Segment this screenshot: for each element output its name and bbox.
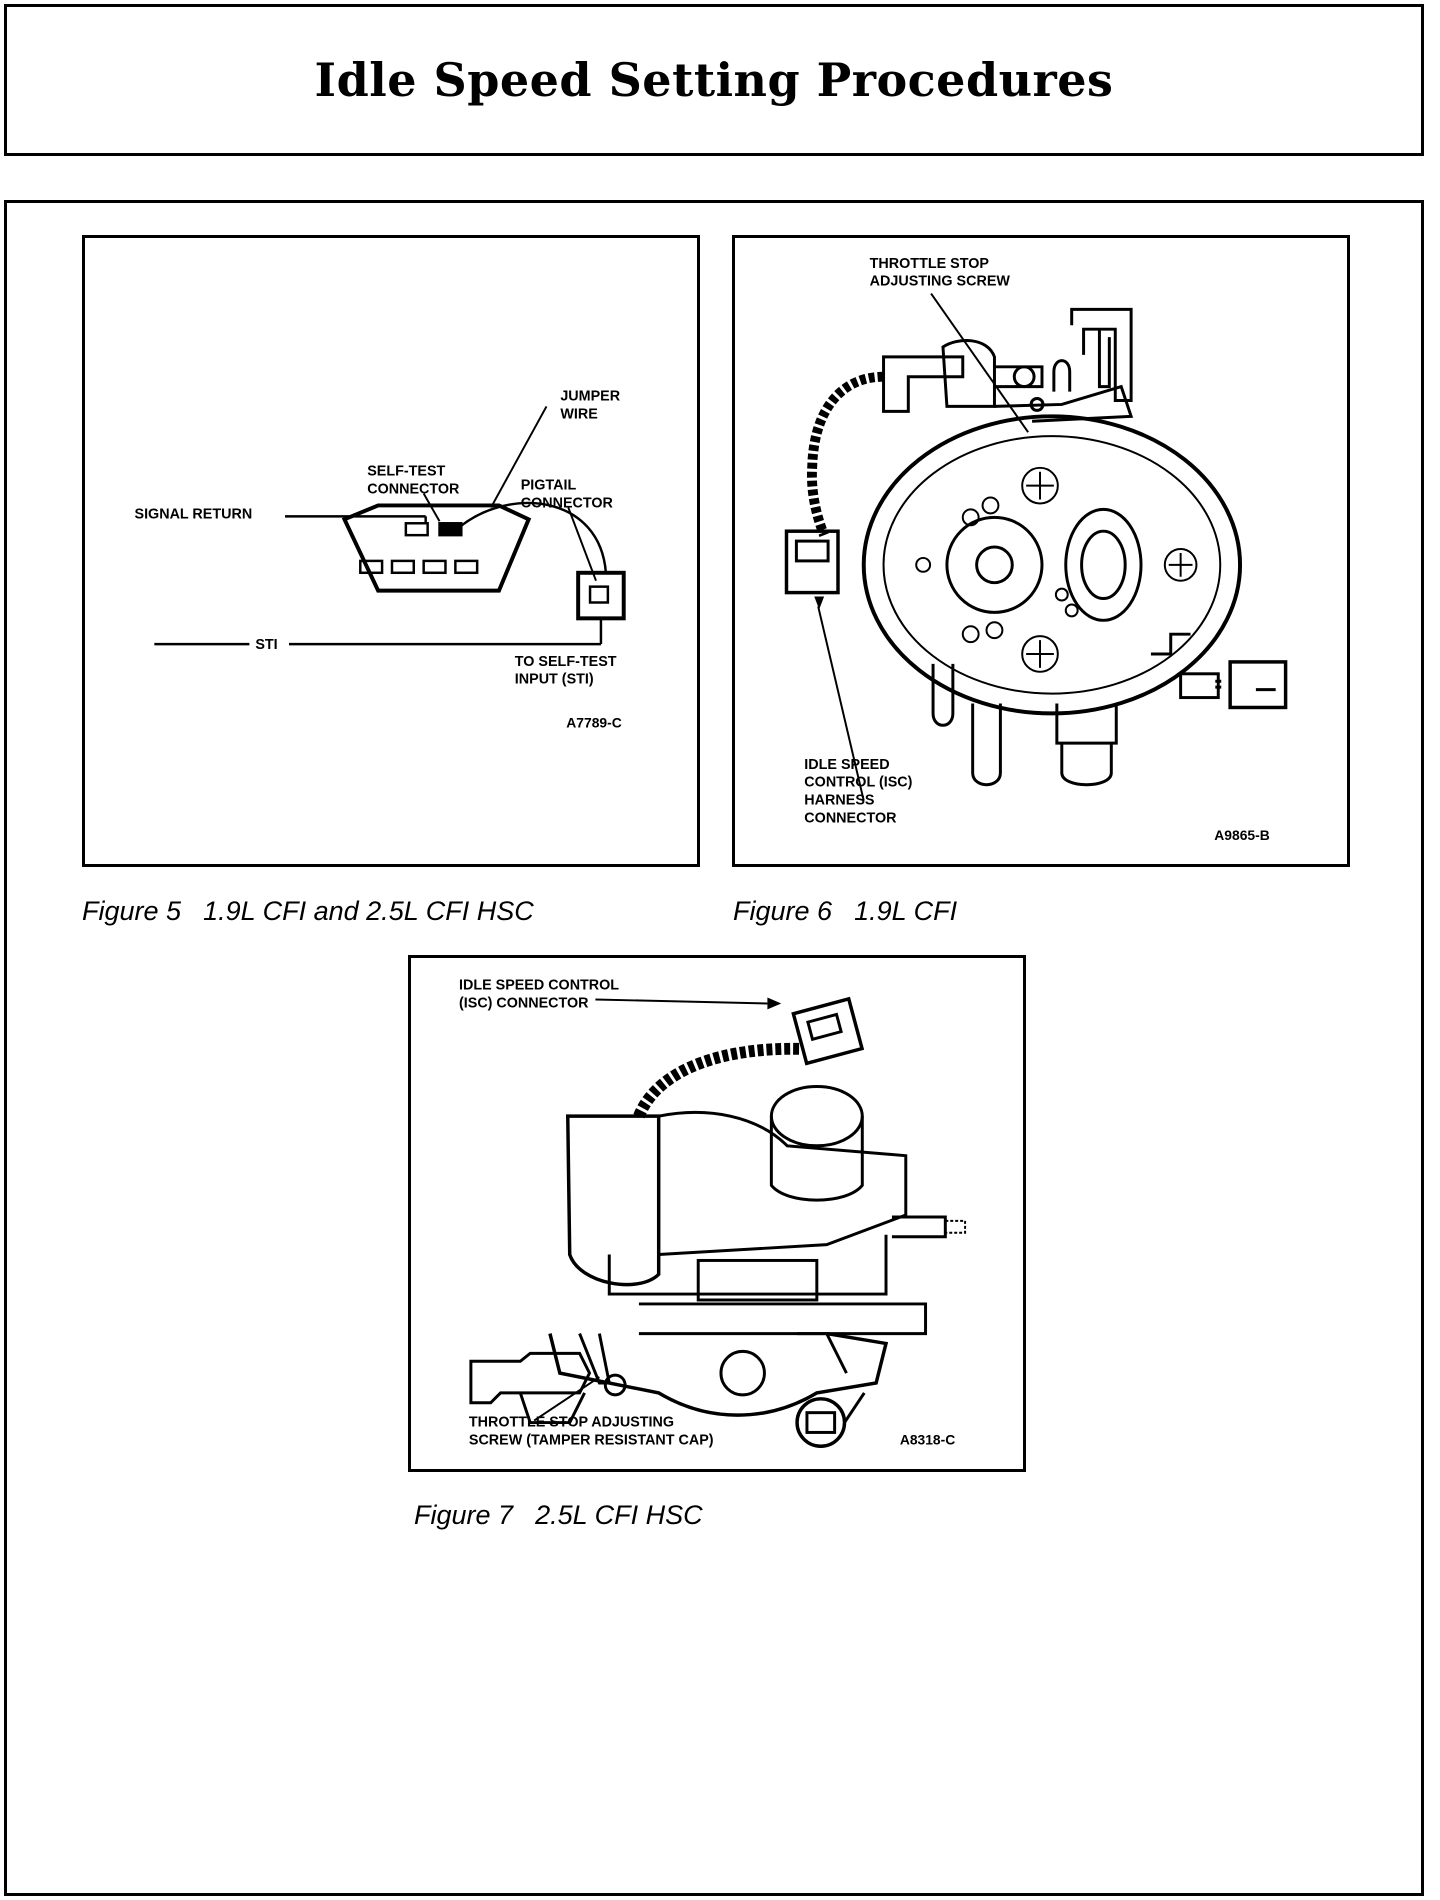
figure-5-svg: JUMPER WIRE SELF-TEST CONNECTOR PIGTAIL … <box>135 388 626 730</box>
fig5-figure-code: A7789-C <box>566 714 621 730</box>
figure-7-caption: Figure 7 2.5L CFI HSC <box>414 1500 703 1531</box>
title-box: Idle Speed Setting Procedures <box>4 4 1424 156</box>
fig7-label-isc-1: IDLE SPEED CONTROL <box>459 978 619 994</box>
fig5-label-self-test-2: CONNECTOR <box>367 482 460 498</box>
figure-6-diagram: THROTTLE STOP ADJUSTING SCREW IDLE SPEED… <box>732 235 1350 867</box>
figure-7-svg: IDLE SPEED CONTROL (ISC) CONNECTOR THROT… <box>459 978 967 1448</box>
throttle-body-oval <box>861 414 1243 716</box>
figure-6-number: Figure 6 <box>733 896 833 926</box>
fig5-label-pigtail-2: CONNECTOR <box>521 495 614 511</box>
fig5-label-to-self-test-1: TO SELF-TEST <box>515 654 617 670</box>
figure-7-title: 2.5L CFI HSC <box>535 1500 703 1530</box>
fig5-label-jumper-1: JUMPER <box>560 388 620 404</box>
fig5-label-self-test-1: SELF-TEST <box>367 464 445 480</box>
fig7-label-throttle-1: THROTTLE STOP ADJUSTING <box>469 1414 674 1430</box>
fig7-label-isc-2: (ISC) CONNECTOR <box>459 995 589 1011</box>
fig6-label-isc-4: CONNECTOR <box>804 810 897 826</box>
fig5-label-jumper-2: WIRE <box>560 406 597 422</box>
figure-5-diagram: JUMPER WIRE SELF-TEST CONNECTOR PIGTAIL … <box>82 235 700 867</box>
fig5-label-to-self-test-2: INPUT (STI) <box>515 672 594 688</box>
fig6-label-isc-2: CONTROL (ISC) <box>804 775 912 791</box>
pigtail-connector-shape <box>576 570 626 621</box>
fig7-label-throttle-2: SCREW (TAMPER RESISTANT CAP) <box>469 1432 714 1448</box>
figure-6-svg: THROTTLE STOP ADJUSTING SCREW IDLE SPEED… <box>784 256 1288 843</box>
page-title: Idle Speed Setting Procedures <box>314 53 1114 107</box>
fig6-label-isc-1: IDLE SPEED <box>804 757 889 773</box>
isc-connector-shape <box>791 996 865 1066</box>
fig5-label-pigtail-1: PIGTAIL <box>521 478 577 494</box>
isc-connector-wire <box>633 1042 803 1119</box>
figure-5-number: Figure 5 <box>82 896 182 926</box>
content-box <box>4 200 1424 1896</box>
figure-5-title: 1.9L CFI and 2.5L CFI HSC <box>203 896 534 926</box>
jumper-wire-curve <box>458 501 608 573</box>
fig6-figure-code: A9865-B <box>1214 827 1269 843</box>
figure-5-caption: Figure 5 1.9L CFI and 2.5L CFI HSC <box>82 896 534 927</box>
figure-6-title: 1.9L CFI <box>854 896 958 926</box>
fig6-label-throttle-1: THROTTLE STOP <box>870 256 990 272</box>
figure-6-caption: Figure 6 1.9L CFI <box>733 896 957 927</box>
throttle-base-plate <box>548 1331 889 1417</box>
fig5-label-signal-return: SIGNAL RETURN <box>135 506 253 522</box>
fig6-label-isc-3: HARNESS <box>804 793 874 809</box>
figure-7-number: Figure 7 <box>414 1500 514 1530</box>
fig6-label-throttle-2: ADJUSTING SCREW <box>870 274 1011 290</box>
fig5-label-sti: STI <box>255 637 277 653</box>
fig7-figure-code: A8318-C <box>900 1431 955 1447</box>
isc-harness-connector-shape <box>784 529 840 595</box>
isc-harness-wire <box>806 371 884 537</box>
figure-7-diagram: IDLE SPEED CONTROL (ISC) CONNECTOR THROT… <box>408 955 1026 1472</box>
self-test-connector-shape <box>341 503 532 593</box>
